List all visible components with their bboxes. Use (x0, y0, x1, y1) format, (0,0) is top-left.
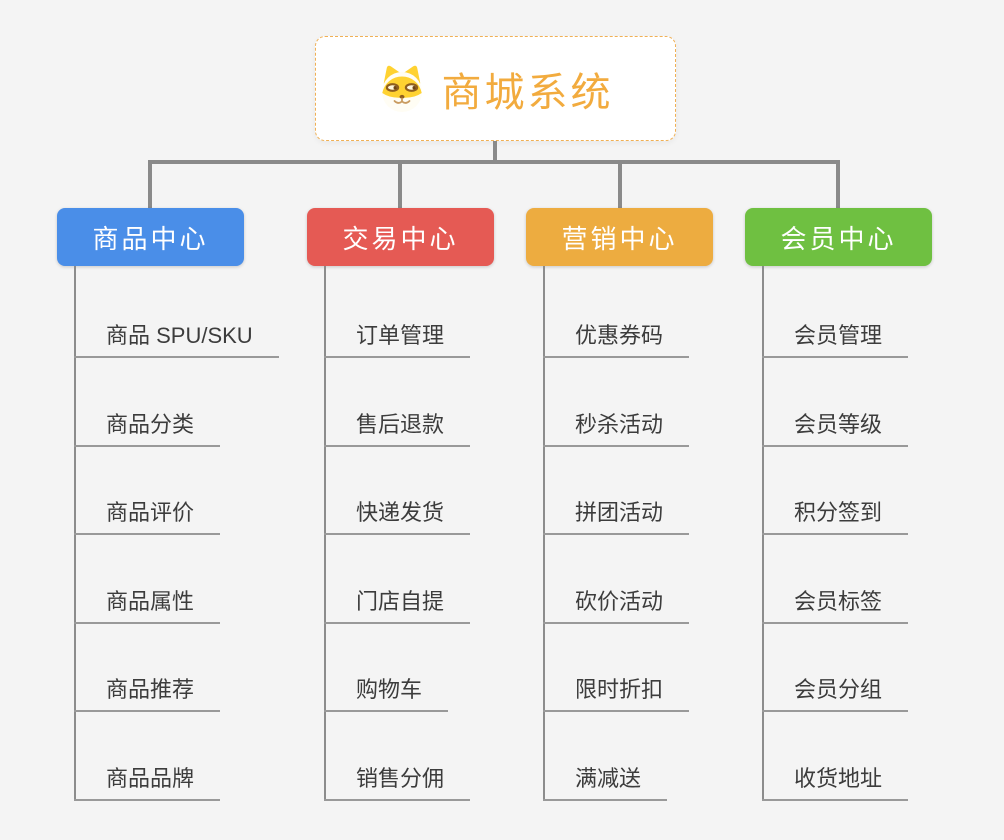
child-topic[interactable]: 售后退款 (324, 407, 471, 447)
child-topic[interactable]: 会员分组 (762, 672, 909, 713)
branch-member-center: 会员中心 会员管理会员等级积分签到会员标签会员分组收货地址 (745, 208, 1004, 801)
child-topic[interactable]: 商品属性 (74, 584, 221, 624)
connector-root-stub (493, 141, 497, 161)
branch-trunk-line (74, 266, 76, 799)
branch-header[interactable]: 会员中心 (745, 208, 932, 266)
child-topic[interactable]: 收货地址 (762, 761, 909, 801)
branch-trunk-line (324, 266, 326, 799)
branch-header[interactable]: 营销中心 (526, 208, 713, 266)
root-node[interactable]: 商城系统 (315, 36, 676, 141)
child-topic[interactable]: 满减送 (543, 761, 668, 801)
child-topic[interactable]: 会员标签 (762, 584, 909, 624)
child-topic[interactable]: 会员管理 (762, 318, 909, 358)
child-topic[interactable]: 快递发货 (324, 495, 471, 536)
child-topic[interactable]: 商品推荐 (74, 672, 221, 713)
child-topic[interactable]: 商品品牌 (74, 761, 221, 801)
child-topic[interactable]: 限时折扣 (543, 672, 690, 713)
child-topic[interactable]: 积分签到 (762, 495, 909, 536)
child-topic[interactable]: 订单管理 (324, 318, 471, 358)
branch-header[interactable]: 商品中心 (57, 208, 244, 266)
child-topic[interactable]: 会员等级 (762, 407, 909, 447)
child-topic[interactable]: 拼团活动 (543, 495, 690, 536)
branch-marketing-center: 营销中心 优惠券码秒杀活动拼团活动砍价活动限时折扣满减送 (526, 208, 788, 801)
child-topic[interactable]: 门店自提 (324, 584, 471, 624)
connector-branch-stub (618, 160, 622, 208)
root-title: 商城系统 (441, 70, 614, 115)
connector-branch-stub (148, 160, 152, 208)
child-topic[interactable]: 秒杀活动 (543, 407, 690, 447)
branch-header[interactable]: 交易中心 (307, 208, 494, 266)
connector-horizontal-line (148, 160, 840, 164)
branch-trunk-line (543, 266, 545, 799)
child-topic[interactable]: 商品评价 (74, 495, 221, 536)
branch-product-center: 商品中心 商品 SPU/SKU 商品分类商品评价商品属性商品推荐商品品牌 (57, 208, 319, 801)
child-topic[interactable]: 商品分类 (74, 407, 221, 447)
connector-branch-stub (836, 160, 840, 208)
child-topic[interactable]: 优惠券码 (543, 318, 690, 358)
child-topic[interactable]: 销售分佣 (324, 761, 471, 801)
branch-trade-center: 交易中心 订单管理售后退款快递发货门店自提购物车销售分佣 (307, 208, 569, 801)
child-topic[interactable]: 购物车 (324, 672, 449, 713)
shiba-dog-icon (381, 65, 422, 112)
child-topic[interactable]: 商品 SPU/SKU (74, 318, 279, 358)
connector-branch-stub (398, 160, 402, 208)
branch-trunk-line (762, 266, 764, 799)
child-topic[interactable]: 砍价活动 (543, 584, 690, 624)
